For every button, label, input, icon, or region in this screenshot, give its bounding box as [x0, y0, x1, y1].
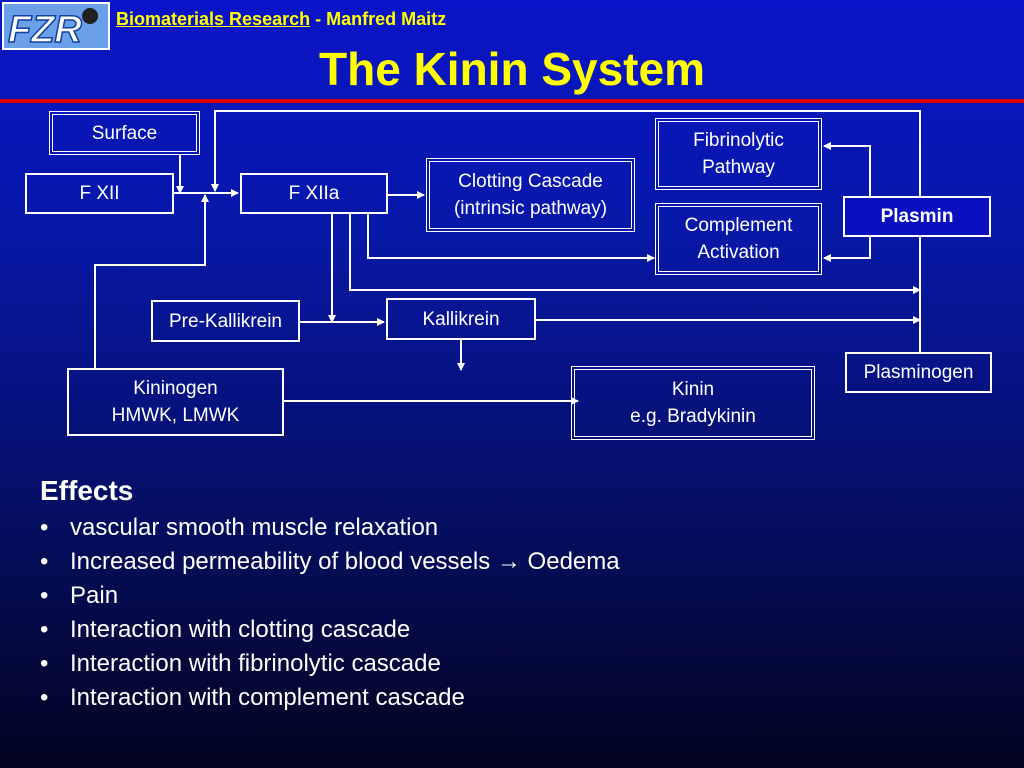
fzr-logo: FZR	[2, 2, 110, 50]
complement-activation-box: Complement Activation	[655, 203, 822, 275]
effect-item: •vascular smooth muscle relaxation	[40, 514, 439, 541]
effect-item: •Pain	[40, 582, 119, 609]
author-text: - Manfred Maitz	[310, 9, 447, 29]
arrow-plasmin-to-fibrinolytic	[823, 142, 871, 196]
kallikrein-box: Kallikrein	[386, 298, 536, 340]
kinin-diagram	[94, 110, 921, 405]
plasminogen-box: Plasminogen	[845, 352, 992, 393]
arrow-plasmin-feedback	[211, 110, 921, 196]
kininogen-box: Kininogen HMWK, LMWK	[67, 368, 284, 436]
page-title: The Kinin System	[319, 43, 705, 95]
effects-title: Effects	[40, 475, 134, 506]
header-line: Biomaterials Research - Manfred Maitz	[116, 9, 446, 30]
effect-item: •Interaction with clotting cascade	[40, 616, 411, 643]
prekallikrein-box: Pre-Kallikrein	[151, 300, 300, 342]
effect-item: •Increased permeability of blood vessels…	[40, 548, 620, 575]
fxii-box: F XII	[25, 173, 174, 214]
arrow-plasmin-to-complement	[823, 237, 871, 262]
kinin-box: Kinin e.g. Bradykinin	[571, 366, 815, 440]
clotting-cascade-box: Clotting Cascade (intrinsic pathway)	[426, 158, 635, 232]
fibrinolytic-pathway-box: Fibrinolytic Pathway	[655, 118, 822, 190]
plasmin-box: Plasmin	[843, 196, 991, 237]
surface-box: Surface	[49, 111, 200, 155]
effects-section: Effects •vascular smooth muscle relaxati…	[40, 475, 620, 715]
arrow-kininogen-to-fxiia	[94, 194, 209, 368]
svg-text:FZR: FZR	[8, 9, 82, 50]
effect-item: •Interaction with complement cascade	[40, 684, 465, 711]
org-link[interactable]: Biomaterials Research	[116, 9, 311, 29]
title-divider	[0, 99, 1024, 103]
fxiia-box: F XIIa	[240, 173, 388, 214]
arrow-fxiia-to-complement	[367, 213, 655, 262]
arrow-fxiia-to-plasmin-line	[349, 213, 921, 294]
effect-item: •Interaction with fibrinolytic cascade	[40, 650, 441, 677]
